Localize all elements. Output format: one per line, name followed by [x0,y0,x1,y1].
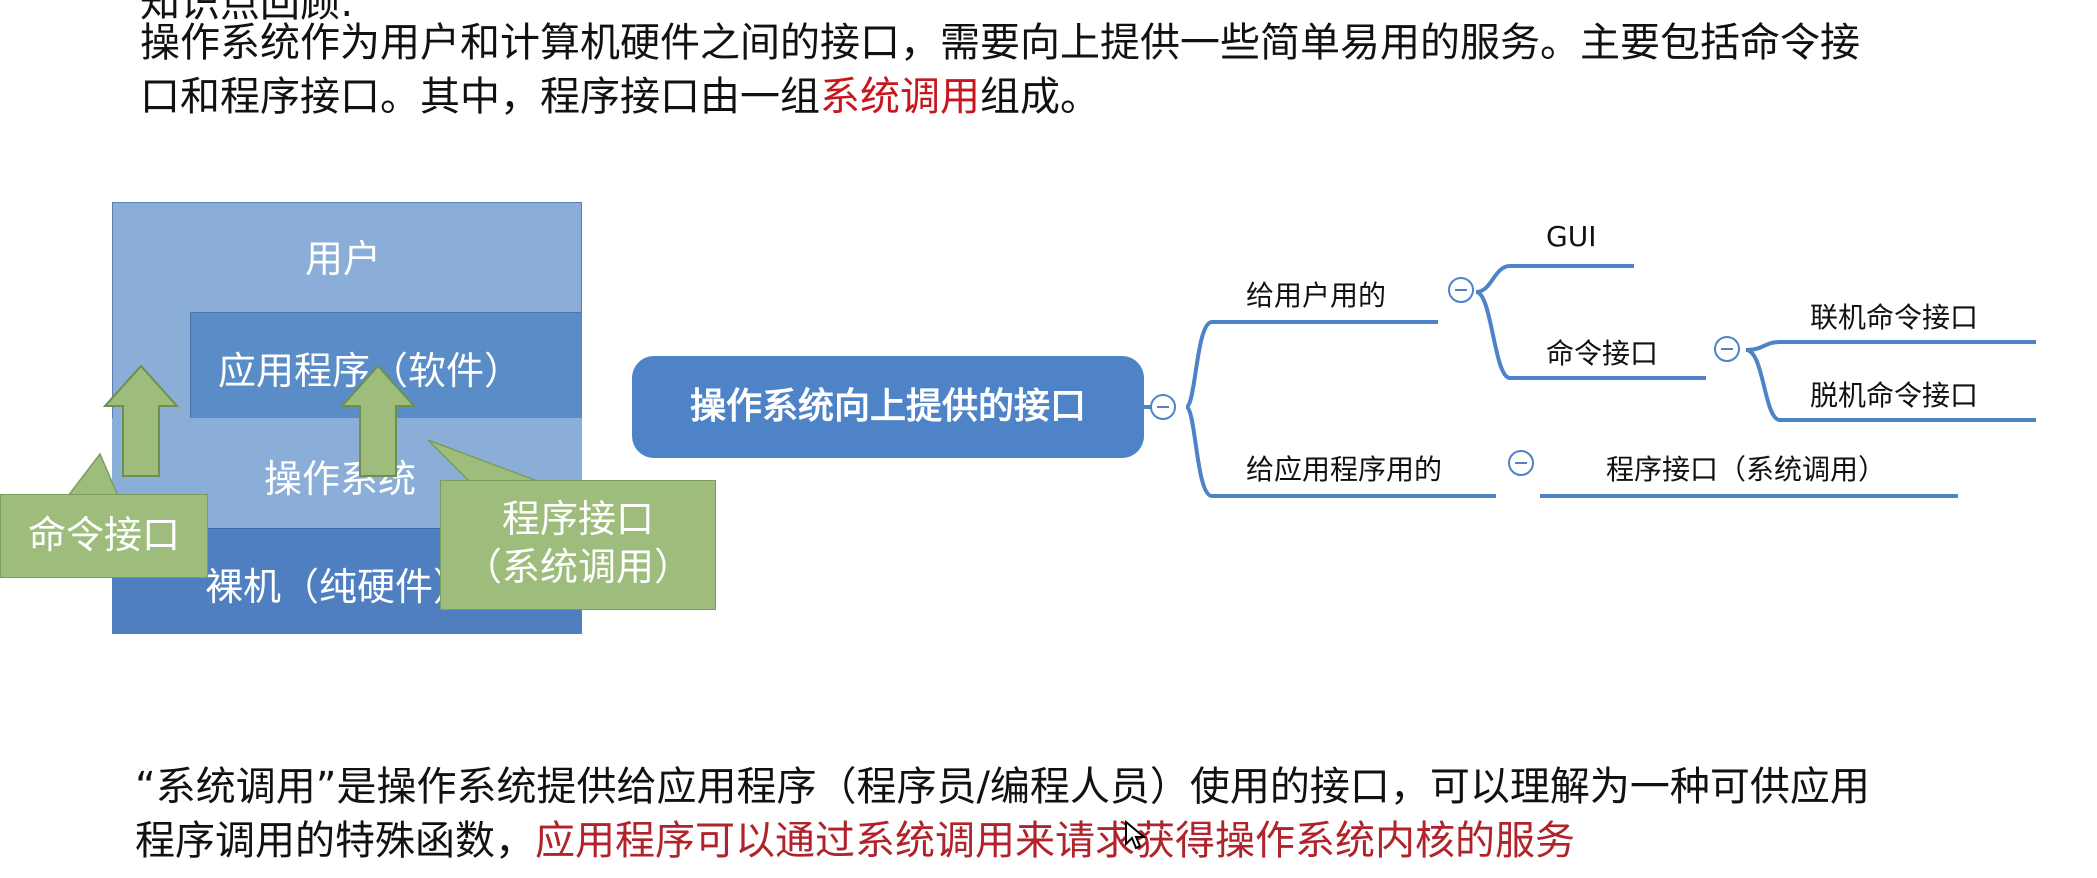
mindmap-node-program-interface[interactable]: 程序接口（系统调用） [1606,453,1887,486]
mindmap-node-for-apps[interactable]: 给应用程序用的 [1246,453,1443,486]
collapse-command-interface-icon[interactable] [1714,336,1740,362]
mindmap-node-gui[interactable]: GUI [1546,220,1597,253]
collapse-for-apps-icon[interactable] [1508,450,1534,476]
conclusion-highlight: 应用程序可以通过系统调用来请求获得操作系统内核的服务 [535,818,1575,864]
callout-program-interface: 程序接口 （系统调用） [440,480,716,610]
collapse-for-user-icon[interactable] [1448,277,1474,303]
callout-program-line-1: 程序接口 [501,497,654,541]
layer-user-label: 用户 [305,237,382,281]
conclusion-line-1: “系统调用”是操作系统提供给应用程序（程序员/编程人员）使用的接口，可以理解为一… [135,764,1870,810]
intro-highlight-syscall: 系统调用 [820,74,980,120]
mindmap-root[interactable]: 操作系统向上提供的接口 [632,356,1144,458]
conclusion-line-2-start: 程序调用的特殊函数， [135,818,535,864]
layer-hardware-label: 裸机（纯硬件） [205,565,472,609]
intro-line-2-end: 组成。 [980,74,1100,120]
callout-command-interface: 命令接口 [0,494,208,578]
section-heading: 知识点回顾: [140,0,354,26]
mindmap-node-online-command[interactable]: 联机命令接口 [1810,301,1979,334]
up-arrow-icon [340,364,416,477]
callout-program-line-2: （系统调用） [463,545,692,589]
mindmap-node-for-user[interactable]: 给用户用的 [1246,279,1387,312]
intro-line-2-start: 口和程序接口。其中，程序接口由一组 [140,74,820,120]
intro-line-1: 操作系统作为用户和计算机硬件之间的接口，需要向上提供一些简单易用的服务。主要包括… [140,20,1860,66]
mindmap-node-offline-command[interactable]: 脱机命令接口 [1810,379,1979,412]
collapse-root-icon[interactable] [1150,394,1176,420]
up-arrow-icon [103,364,179,477]
mouse-cursor-icon [1125,820,1146,850]
conclusion-paragraph: “系统调用”是操作系统提供给应用程序（程序员/编程人员）使用的接口，可以理解为一… [135,760,1870,868]
intro-paragraph: 操作系统作为用户和计算机硬件之间的接口，需要向上提供一些简单易用的服务。主要包括… [140,16,1860,124]
mindmap-node-command-interface[interactable]: 命令接口 [1546,337,1659,370]
